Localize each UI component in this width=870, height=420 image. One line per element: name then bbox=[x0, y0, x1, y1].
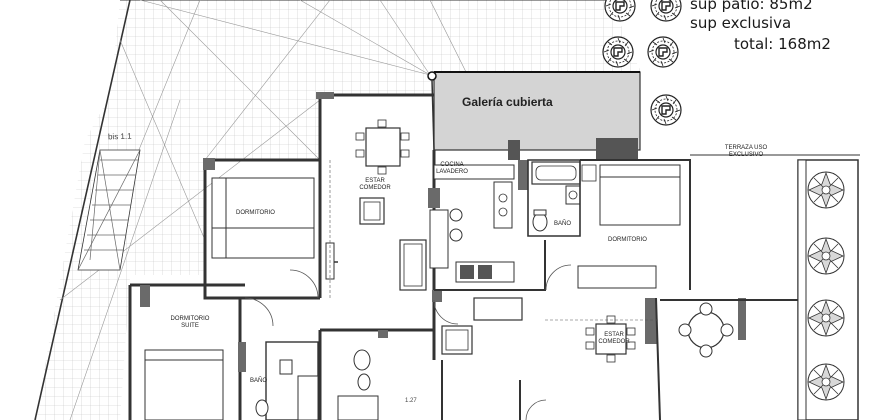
dormitorio-right bbox=[577, 159, 691, 290]
galeria-cubierta bbox=[427, 71, 641, 160]
stair-hatch bbox=[77, 149, 141, 271]
shrub-icon bbox=[807, 171, 845, 209]
shrub-icon bbox=[807, 363, 845, 401]
suite-line2: SUITE bbox=[181, 323, 199, 329]
armchair-icon bbox=[359, 197, 385, 225]
bed-icon bbox=[211, 177, 315, 259]
label-bano-right: BAÑO bbox=[554, 221, 572, 227]
estar-right-line2: COMEDOR bbox=[598, 339, 630, 345]
tree-icon bbox=[650, 0, 682, 22]
estar-left-line1: ESTAR bbox=[365, 178, 385, 184]
wall-thick-blocks bbox=[140, 92, 746, 372]
tree-icon bbox=[650, 94, 682, 126]
label-galeria: Galería cubierta bbox=[462, 95, 553, 109]
dining-table-icon bbox=[585, 315, 636, 363]
terraza-line2: EXCLUSIVO bbox=[728, 152, 764, 158]
label-dormitorio-left: DORMITORIO bbox=[236, 210, 275, 216]
shrub-icon bbox=[807, 237, 845, 275]
round-table-icon bbox=[678, 302, 734, 358]
dimension-label-bottom: 1.27 bbox=[405, 398, 417, 404]
label-bano-left: BAÑO bbox=[250, 378, 268, 384]
doors bbox=[244, 264, 572, 420]
estar-right-line1: ESTAR bbox=[604, 332, 624, 338]
terraza-line1: TERRAZA USO bbox=[724, 145, 768, 151]
kitchen-counter bbox=[429, 164, 515, 283]
sink-icon bbox=[565, 185, 581, 205]
suite-line1: DORMITORIO bbox=[170, 316, 210, 322]
bed-icon bbox=[144, 349, 224, 420]
area-patio: sup patio: 85m2 bbox=[690, 0, 813, 13]
toilet-icon bbox=[532, 209, 548, 232]
sofa-icon bbox=[325, 239, 427, 291]
dimension-label-top: bis 1.1 bbox=[107, 131, 132, 142]
bano-left bbox=[255, 341, 379, 420]
label-dormitorio-right: DORMITORIO bbox=[608, 237, 647, 243]
cocina-line1: COCINA bbox=[440, 162, 464, 168]
shrub-icon bbox=[807, 299, 845, 337]
dining-table-icon bbox=[355, 119, 410, 175]
cocina-line2: LAVADERO bbox=[436, 169, 468, 175]
area-exclusiva: sup exclusiva bbox=[690, 14, 792, 32]
unit-right-walls bbox=[434, 240, 800, 420]
area-total: total: 168m2 bbox=[734, 35, 831, 53]
tree-icon bbox=[602, 36, 634, 68]
sofa-icon bbox=[441, 297, 523, 355]
estar-left-line2: COMEDOR bbox=[359, 185, 391, 191]
bathtub-icon bbox=[531, 161, 581, 185]
tree-icon bbox=[647, 36, 679, 68]
